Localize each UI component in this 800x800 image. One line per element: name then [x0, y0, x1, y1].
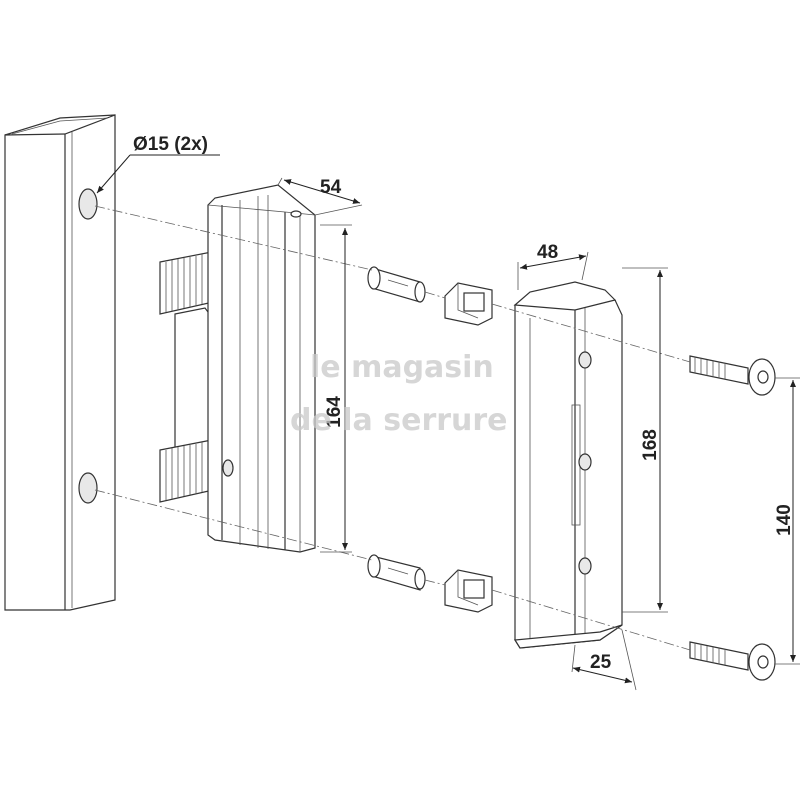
- post-hole-top: [78, 188, 98, 220]
- watermark-line-1: le magasin: [310, 350, 494, 385]
- screw-top: [689, 355, 776, 396]
- dimension-lines: [96, 154, 800, 691]
- screw-spacing-label: 140: [774, 504, 795, 536]
- keeper-width-label: 48: [537, 242, 558, 263]
- hole-diameter-label: Ø15 (2x): [133, 134, 208, 155]
- square-nut-bottom: [444, 569, 493, 613]
- keeper-height-label: 168: [640, 429, 661, 461]
- handle-depth-label: 54: [320, 177, 342, 198]
- post-hole-bottom: [78, 472, 98, 504]
- bushing-bottom: [367, 554, 426, 591]
- lever-handle: [159, 184, 316, 553]
- square-nut-top: [444, 282, 493, 326]
- keeper-block: [513, 281, 623, 649]
- handle-height-label: 164: [324, 396, 345, 428]
- bushing-top: [367, 266, 426, 303]
- square-post: [4, 114, 116, 611]
- watermark-line-2: de la serrure: [290, 403, 508, 438]
- keeper-depth-label: 25: [590, 652, 612, 673]
- screw-bottom: [689, 641, 776, 681]
